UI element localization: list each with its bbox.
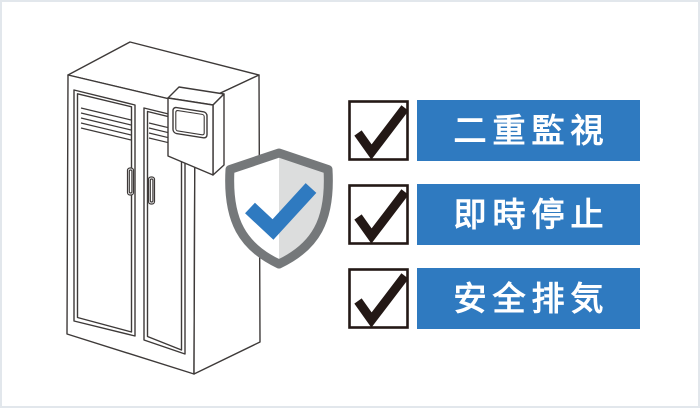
- feature-label: 即時停止: [417, 184, 640, 245]
- feature-row: 即時停止: [348, 184, 640, 245]
- checkbox-checked-icon: [348, 100, 409, 161]
- feature-row: 二重監視: [348, 100, 640, 161]
- control-panel-screen: [172, 106, 208, 139]
- vent-slats-left: [80, 107, 132, 141]
- feature-label: 二重監視: [417, 100, 640, 161]
- checkbox-checked-icon: [348, 268, 409, 329]
- checkbox-checked-icon: [348, 184, 409, 245]
- shield-checkmark: [245, 183, 317, 240]
- control-panel-right: [212, 93, 225, 176]
- control-panel: [167, 86, 225, 176]
- vent-slats-right: [148, 122, 169, 144]
- feature-row: 安全排気: [348, 268, 640, 329]
- shield-outline: [225, 148, 333, 269]
- feature-label: 安全排気: [417, 268, 640, 329]
- cabinet-left-door-inner: [76, 93, 133, 333]
- door-handles: [126, 167, 156, 205]
- cabinet-left-door: [73, 89, 136, 337]
